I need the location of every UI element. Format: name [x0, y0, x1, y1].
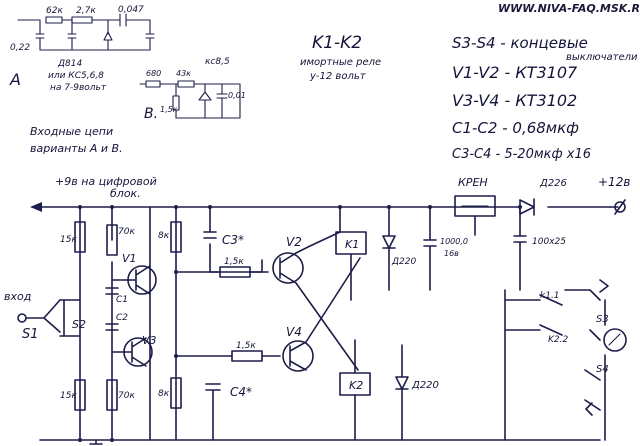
plus12-label: +12в: [598, 175, 630, 189]
k2-label: K2: [349, 379, 363, 392]
v1-label: V1: [122, 252, 137, 265]
d226-label: Д226: [539, 178, 567, 189]
b-r680-label: 680: [146, 69, 161, 78]
r15b-top-label: 1,5к: [224, 257, 244, 267]
plus9-label-b: блок.: [110, 187, 141, 200]
d220-top-label: Д220: [391, 257, 416, 267]
input-caption-2: варианты А и В.: [30, 142, 123, 155]
r70-bot-label: 70к: [118, 391, 135, 401]
d220-bot-label: Д220: [411, 380, 439, 391]
legend-line-c12: C1-C2 - 0,68мкф: [452, 119, 579, 137]
s4-label: S4: [596, 364, 609, 375]
r8-top-label: 8к: [158, 231, 170, 241]
cap100-label: 100х25: [532, 237, 566, 247]
input-variant-a: 62к 2,7к 0,047 0,22 Д814 или КС5,6,8 на …: [10, 5, 155, 93]
k1-label: K1: [345, 238, 359, 251]
input-label: вход: [4, 290, 31, 303]
a-d814-label: Д814: [57, 59, 82, 69]
r15-top-label: 15к: [60, 235, 77, 245]
s2-label: S2: [72, 318, 86, 331]
r70-top-label: 70к: [118, 227, 135, 237]
a-r27-label: 2,7к: [76, 6, 96, 16]
legend-k-title: K1-K2: [312, 33, 362, 53]
b-ks-label: кс8,5: [205, 57, 230, 67]
legend-line-s2: выключатели: [566, 52, 638, 63]
legend-k-desc2: у-12 вольт: [309, 71, 367, 82]
a-c0047-label: 0,047: [118, 5, 144, 15]
c1-label: C1: [116, 295, 128, 305]
c4-label: C4*: [230, 385, 252, 399]
input-variant-b: 680 43к кс8,5 1,5к 0,01: [139, 57, 246, 119]
r15b-bot-label: 1,5к: [236, 341, 256, 351]
input-caption-1: Входные цепи: [30, 125, 113, 138]
legend-k-desc1: имортные реле: [300, 57, 381, 68]
a-c022-label: 0,22: [10, 43, 30, 53]
plus9-label: +9в на цифровой: [55, 175, 157, 188]
v3-label: V3: [142, 334, 157, 347]
a-ks-label: или КС5,6,8: [48, 71, 104, 81]
v2-label: V2: [286, 235, 302, 249]
variant-b-letter: B.: [144, 106, 158, 122]
r8-bot-label: 8к: [158, 389, 170, 399]
b-r15-label: 1,5к: [160, 105, 178, 114]
b-c001-label: 0,01: [228, 91, 246, 100]
r15-bot-label: 15к: [60, 391, 77, 401]
legend-line-v34: V3-V4 - КТ3102: [452, 91, 577, 110]
cap1000-label: 1000,0: [440, 237, 468, 246]
k11-label: k1.1: [540, 291, 560, 301]
v4-label: V4: [286, 325, 302, 339]
cap1000b-label: 16в: [444, 249, 459, 258]
b-r43-label: 43к: [176, 69, 191, 78]
legend-line-c34: C3-C4 - 5-20мкф х16: [452, 147, 591, 162]
c2-label: C2: [116, 313, 128, 323]
s3-label: S3: [596, 314, 609, 325]
legend-line-s: S3-S4 - концевые: [452, 34, 588, 52]
legend-line-v12: V1-V2 - КТ3107: [452, 63, 578, 82]
k22-label: K2.2: [548, 335, 568, 345]
site-url: WWW.NIVA-FAQ.MSK.RU: [498, 2, 640, 15]
a-r62-label: 62к: [46, 6, 63, 16]
main-circuit: [17, 195, 627, 445]
a-volt-label: на 7-9вольт: [50, 83, 107, 93]
c3-label: C3*: [222, 233, 244, 247]
variant-a-letter: A: [9, 70, 21, 89]
kren-label: КРЕН: [458, 176, 488, 189]
s1-label: S1: [22, 327, 39, 342]
